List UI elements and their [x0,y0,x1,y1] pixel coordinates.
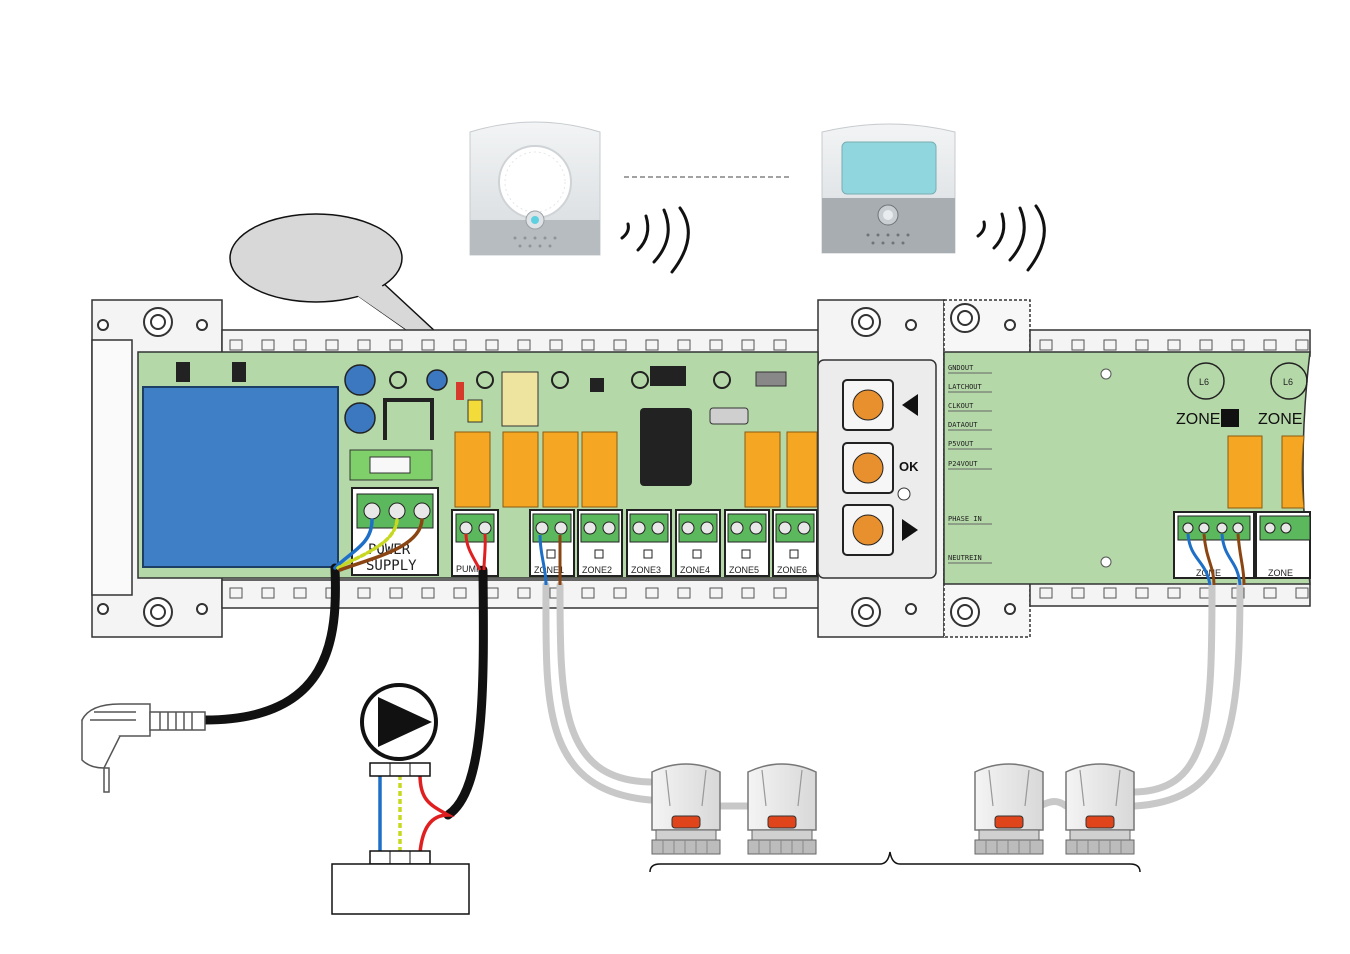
zone-terminal-label: ZONE2 [582,565,612,575]
thermostat-digital [822,124,955,253]
button-panel: OK [818,360,936,578]
radio-wave-icon [622,208,688,272]
ext-side-label: NEUTREIN [948,554,982,562]
ok-button-label: OK [899,459,919,474]
led-label: L6 [1283,377,1293,387]
ok-button[interactable] [843,443,893,493]
zone-terminal-label: ZONE3 [631,565,661,575]
ext-side-label: PHASE IN [948,515,982,523]
radio-wave-icon [978,206,1044,270]
pump-motor-box [332,864,469,914]
zone-header-label: ZONE [1258,411,1302,428]
zone-terminal: ZONE6 [773,510,817,576]
left-button[interactable] [843,380,893,430]
zone-terminal: ZONE4 [676,510,720,576]
transformer [143,387,338,567]
actuator-icon [1066,764,1134,854]
zone-terminal: ZONE2 [578,510,622,576]
ext-terminal-zone-label: ZONE [1268,568,1293,578]
zone-terminal: ZONE1 [530,510,574,576]
extension-pcb: GNDOUT LATCHOUT CLKOUT DATAOUT P5VOUT P24VOUT… [944,352,1310,584]
zone-terminal: ZONE5 [725,510,769,576]
actuator-icon [652,764,720,854]
zone-terminal: ZONE3 [627,510,671,576]
pump-terminal: PUMP [452,510,498,576]
zone-terminal-label: ZONE5 [729,565,759,575]
actuator-group-brace [650,852,1140,872]
zone-header-label: ZONE [1176,411,1220,428]
actuator-icon [748,764,816,854]
ext-side-label: P5VOUT [948,440,974,448]
ext-side-label: DATAOUT [948,421,978,429]
actuator-icon [975,764,1043,854]
ext-side-label: GNDOUT [948,364,974,372]
plug-icon [82,704,205,792]
ext-side-label: P24VOUT [948,460,978,468]
zone-terminal-label: ZONE4 [680,565,710,575]
pump-wires [380,775,448,853]
ext-side-label: CLKOUT [948,402,974,410]
power-supply-label-2: SUPPLY [366,558,417,574]
zone-terminal-label: ZONE6 [777,565,807,575]
right-button[interactable] [843,505,893,555]
ext-side-label: LATCHOUT [948,383,983,391]
led-label: L6 [1199,377,1209,387]
thermostat-analog [465,122,605,257]
